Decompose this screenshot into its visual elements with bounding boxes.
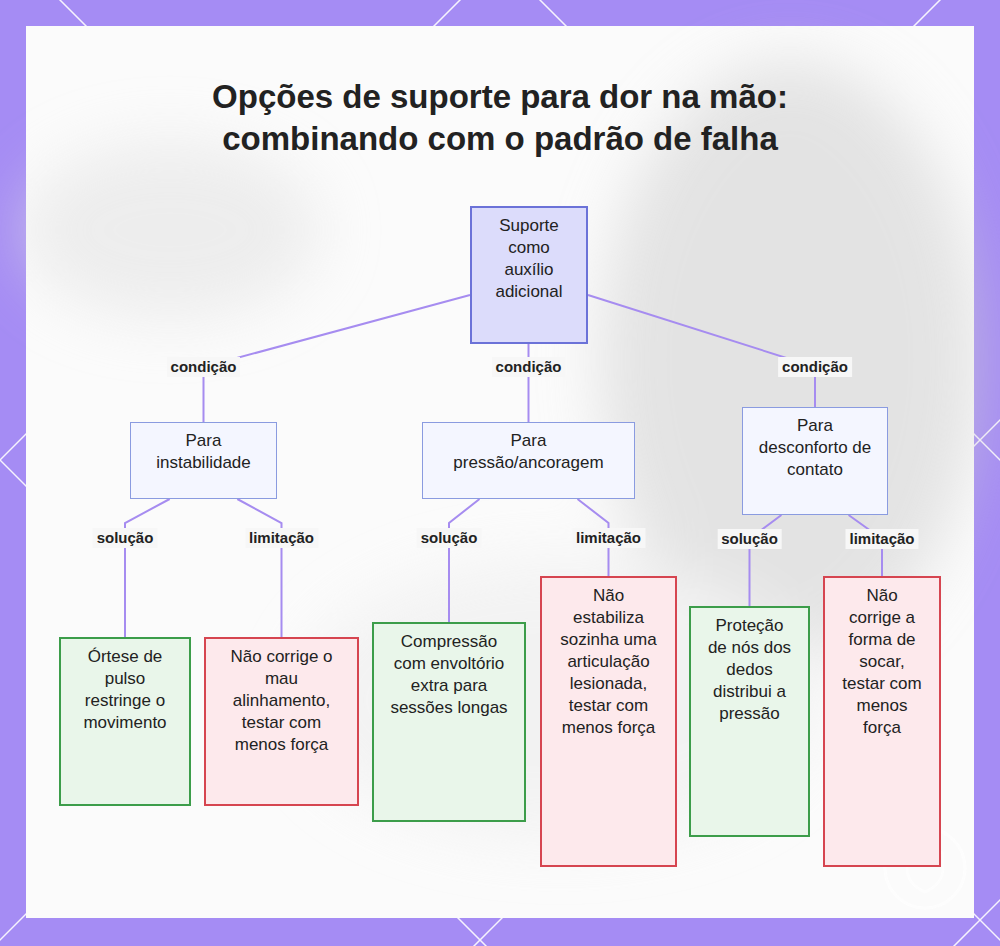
solution-box: Órtese de pulso restringe o movimento [59, 637, 191, 806]
limitation-box: Não corrige o mau alinhamento, testar co… [204, 637, 359, 806]
box-text: Não corrige o mau alinhamento, testar co… [220, 646, 343, 756]
diagram-title: Opções de suporte para dor na mão: combi… [150, 76, 850, 160]
connector-line [588, 295, 815, 407]
limitation-box: Não estabiliza sozinha uma articulação l… [540, 576, 677, 867]
edge-label: solução [93, 528, 158, 548]
box-text: Órtese de pulso restringe o movimento [75, 646, 175, 734]
edge-label: solução [417, 528, 482, 548]
connector-line [528, 344, 530, 422]
solution-box: Compressão com envoltório extra para ses… [372, 622, 526, 822]
edge-label: limitação [572, 528, 645, 548]
condition-box: Para instabilidade [130, 422, 277, 499]
box-text: Para desconforto de contato [757, 415, 873, 481]
edge-label: limitação [245, 528, 318, 548]
box-text: Proteção de nós dos dedos distribui a pr… [705, 615, 794, 725]
condition-box: Para pressão/ancoragem [422, 422, 635, 499]
root-box: Suporte como auxílio adicional [470, 206, 588, 344]
box-text: Compressão com envoltório extra para ses… [388, 631, 510, 719]
limitation-box: Não corrige a forma de socar, testar com… [823, 576, 941, 867]
edge-label: solução [717, 529, 782, 549]
box-text: Para instabilidade [145, 430, 262, 474]
edge-label: condição [167, 357, 241, 377]
backdrop-shape [20, 140, 320, 320]
box-text: Não estabiliza sozinha uma articulação l… [556, 585, 661, 739]
box-text: Para pressão/ancoragem [437, 430, 620, 474]
edge-label: condição [492, 357, 566, 377]
edge-label: condição [778, 357, 852, 377]
edge-label: limitação [845, 529, 918, 549]
box-text: Suporte como auxílio adicional [486, 215, 572, 303]
box-text: Não corrige a forma de socar, testar com… [839, 585, 925, 739]
connector-line [204, 295, 471, 422]
connector-line [449, 499, 480, 622]
connector-line [237, 499, 281, 637]
solution-box: Proteção de nós dos dedos distribui a pr… [689, 606, 810, 837]
connector-line [125, 499, 170, 637]
condition-box: Para desconforto de contato [742, 407, 888, 515]
